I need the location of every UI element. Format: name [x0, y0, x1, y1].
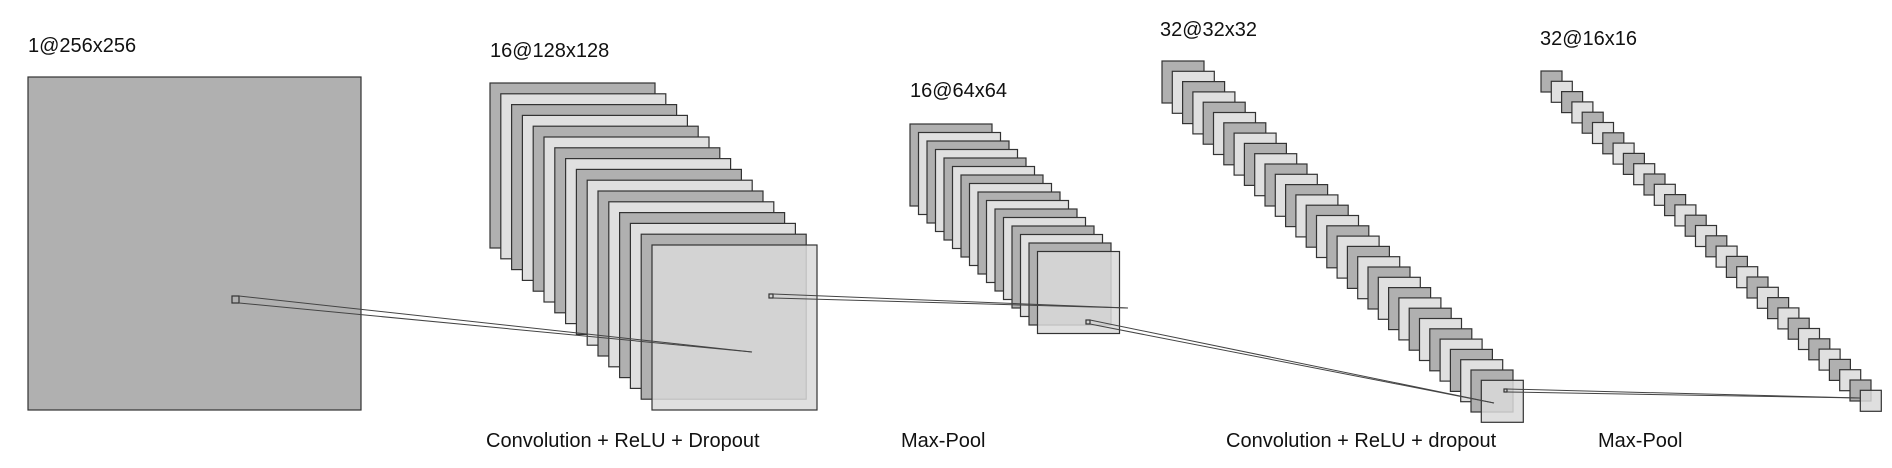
input-kernel-marker: [231, 295, 240, 304]
layer-label-conv2: 32@32x32: [1160, 19, 1258, 41]
layer-label-pool2: 32@16x16: [1540, 28, 1638, 50]
connector-line: [1089, 323, 1495, 404]
conv1-kernel-marker: [768, 293, 774, 299]
operation-label-conv1: Convolution + ReLU + Dropout: [486, 430, 760, 452]
connector-line: [1089, 319, 1495, 404]
operation-label-pool2: Max-Pool: [1598, 430, 1683, 452]
connector-line: [1506, 391, 1861, 399]
conv2-map: [1480, 379, 1524, 423]
pool2-map: [1859, 389, 1882, 412]
operation-label-conv2: Convolution + ReLU + dropout: [1226, 430, 1497, 452]
connector-line: [772, 297, 1129, 309]
conv1-map: [651, 244, 818, 411]
connector-line: [772, 293, 1129, 309]
connector-line: [238, 302, 753, 353]
layer-label-input: 1@256x256: [28, 35, 137, 57]
input-map: [27, 76, 362, 411]
pool1-kernel-marker: [1085, 319, 1091, 325]
pool1-map: [1036, 250, 1121, 335]
connector-line: [238, 295, 753, 353]
conv2-kernel-marker: [1503, 388, 1508, 393]
layer-label-pool1: 16@64x64: [910, 80, 1008, 102]
layer-label-conv1: 16@128x128: [490, 40, 610, 62]
operation-label-pool1: Max-Pool: [901, 430, 986, 452]
